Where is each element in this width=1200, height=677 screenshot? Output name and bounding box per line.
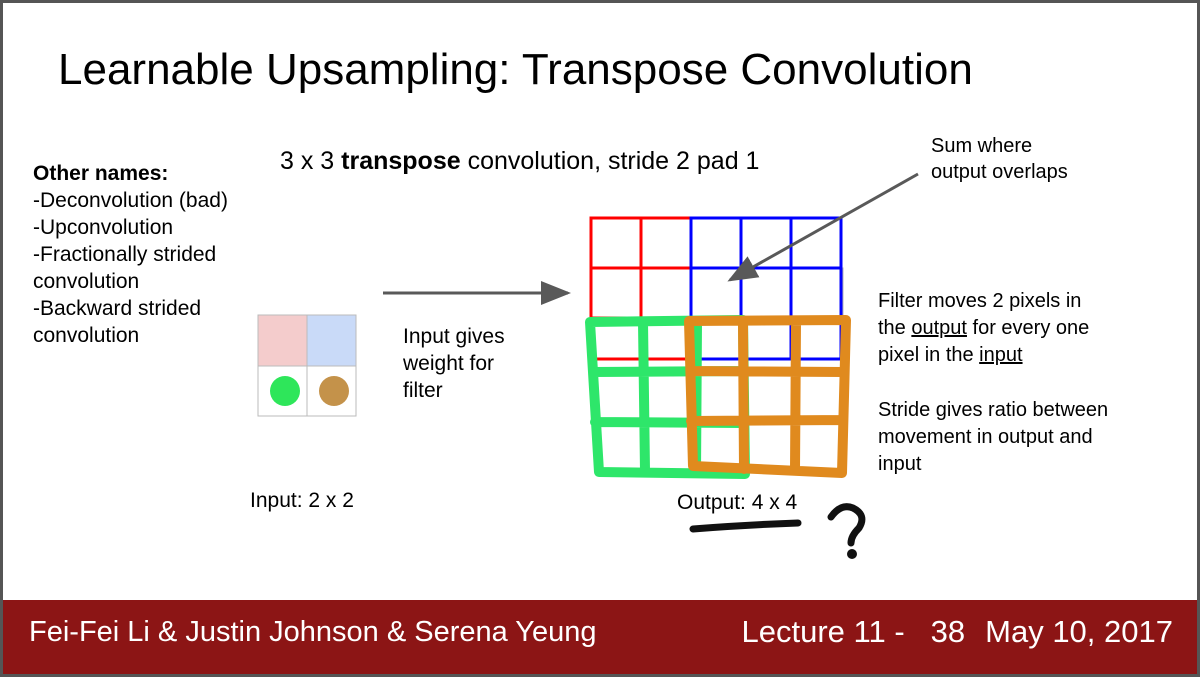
other-names-list: Other names: -Deconvolution (bad) -Upcon… (33, 160, 228, 349)
sum-arrow (727, 172, 919, 282)
input-gives-line: Input gives (403, 325, 505, 348)
input-cell-top-left (258, 315, 307, 366)
footer-right: Lecture 11 - 38 May 10, 2017 (732, 614, 1173, 650)
other-name-item: -Deconvolution (bad) (33, 189, 228, 212)
filter-note-fragment: the (878, 317, 912, 339)
question-mark-scribble (827, 503, 866, 547)
stride-note-line: movement in output and (878, 426, 1093, 448)
stride-note-line: Stride gives ratio between (878, 399, 1109, 421)
footer-lecture: Lecture 11 - (741, 614, 905, 649)
input-cell-top-right (307, 315, 356, 366)
footer-authors: Fei-Fei Li & Justin Johnson & Serena Yeu… (29, 616, 597, 648)
green-scribble (585, 315, 750, 479)
blue-filter-box (689, 216, 843, 361)
input-gives-text: Input gives weight for filter (403, 323, 505, 404)
filter-note-underlined: input (979, 344, 1023, 366)
sum-note: Sum where output overlaps (931, 133, 1068, 185)
sum-note-line: Sum where (931, 135, 1033, 157)
subtitle-post: convolution, stride 2 pad 1 (460, 147, 760, 175)
filter-note-line: the output for every one (878, 315, 1089, 342)
output-size-label: Output: 4 x 4 (677, 491, 798, 514)
subtitle-pre: 3 x 3 (280, 147, 342, 175)
slide: Learnable Upsampling: Transpose Convolut… (3, 3, 1197, 674)
footer-page-number: 38 (930, 614, 966, 649)
footer-date: May 10, 2017 (985, 614, 1173, 649)
input-gives-line: weight for (403, 352, 495, 375)
input-grid-lines (257, 314, 357, 417)
other-name-item: -Upconvolution (33, 216, 174, 239)
output-underline-scribble (689, 519, 802, 533)
subtitle-bold: transpose (341, 147, 461, 175)
filter-note-fragment: for every one (966, 317, 1090, 339)
other-name-item: convolution (33, 324, 140, 347)
green-dot (270, 376, 300, 406)
slide-title: Learnable Upsampling: Transpose Convolut… (58, 45, 973, 94)
slide-footer: Fei-Fei Li & Justin Johnson & Serena Yeu… (3, 600, 1197, 674)
filter-note-line: Filter moves 2 pixels in (878, 290, 1082, 312)
other-names-heading: Other names: (33, 162, 169, 185)
sum-note-line: output overlaps (931, 161, 1068, 183)
stride-note: Stride gives ratio between movement in o… (878, 397, 1108, 478)
other-name-item: convolution (33, 270, 140, 293)
other-name-item: -Backward strided (33, 297, 202, 320)
question-mark-dot (847, 549, 857, 559)
filter-note: Filter moves 2 pixels in the output for … (878, 288, 1089, 369)
orange-scribble (684, 315, 851, 478)
red-filter-box (589, 216, 743, 361)
input-size-label: Input: 2 x 2 (250, 489, 354, 512)
transpose-conv-diagram (257, 172, 919, 559)
filter-note-fragment: pixel in the (878, 344, 980, 366)
brown-dot (319, 376, 349, 406)
stride-note-line: input (878, 453, 922, 475)
filter-note-line: pixel in the input (878, 342, 1089, 369)
other-name-item: -Fractionally strided (33, 243, 217, 266)
slide-subtitle: 3 x 3 transpose convolution, stride 2 pa… (280, 147, 759, 176)
input-gives-line: filter (403, 379, 443, 402)
filter-note-underlined: output (911, 317, 967, 339)
